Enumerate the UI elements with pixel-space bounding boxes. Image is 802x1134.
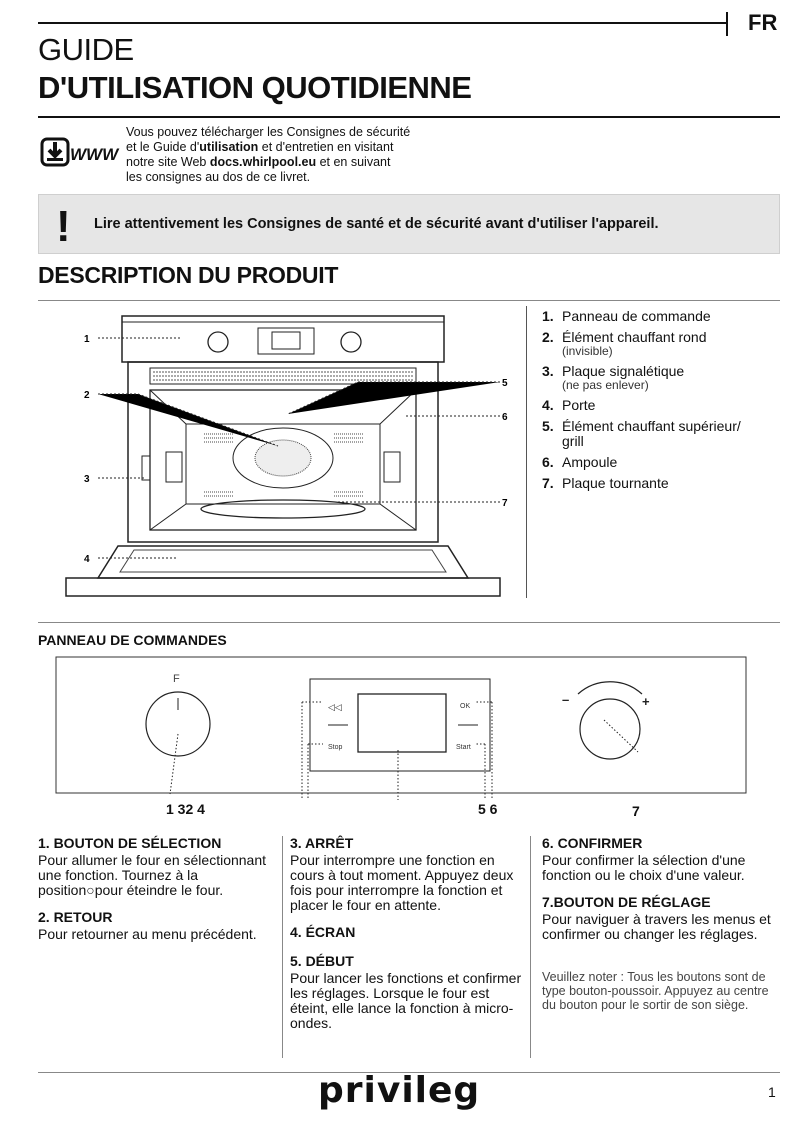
top-rule bbox=[38, 22, 728, 24]
column-divider bbox=[526, 306, 527, 598]
heading-start: 5. DÉBUT bbox=[290, 953, 354, 969]
svg-text:F: F bbox=[173, 673, 180, 685]
safety-notice-box bbox=[38, 194, 780, 254]
svg-text:Stop: Stop bbox=[328, 744, 343, 751]
brand-logo: privileg bbox=[318, 1070, 481, 1111]
heading-stop: 3. ARRÊT bbox=[290, 835, 354, 851]
heading-confirm: 6. CONFIRMER bbox=[542, 835, 643, 851]
heading-selection-button: 1. BOUTON DE SÉLECTION bbox=[38, 835, 222, 851]
setting-knob bbox=[579, 698, 641, 760]
description-column-1: 1. BOUTON DE SÉLECTION Pour allumer le f… bbox=[38, 836, 278, 954]
heading-back: 2. RETOUR bbox=[38, 909, 113, 925]
callout-group-mid: 5 6 bbox=[478, 801, 498, 817]
column-divider bbox=[282, 836, 283, 1058]
selection-knob bbox=[145, 691, 211, 757]
control-panel-diagram: F ◁◁ OK Stop Start – + 1 32 4 5 6 7 bbox=[38, 654, 758, 824]
section-title-product: DESCRIPTION DU PRODUIT bbox=[38, 262, 339, 288]
page-title-line1: GUIDE bbox=[38, 32, 134, 67]
list-item: 5.Élément chauffant supérieur/grill bbox=[542, 418, 741, 449]
callout-group-left: 1 32 4 bbox=[166, 801, 205, 817]
language-code: FR bbox=[748, 10, 778, 35]
callout-1: 1 bbox=[84, 334, 90, 345]
oven-diagram: 1 2 3 4 5 6 7 bbox=[38, 306, 518, 606]
section-rule bbox=[38, 622, 780, 623]
svg-text:+: + bbox=[642, 694, 650, 709]
list-item: 6.Ampoule bbox=[542, 454, 618, 470]
callout-2: 2 bbox=[84, 390, 90, 401]
svg-text:Start: Start bbox=[456, 744, 471, 751]
heading-display: 4. ÉCRAN bbox=[290, 924, 356, 940]
svg-text:◁◁: ◁◁ bbox=[328, 702, 342, 712]
page-number: 1 bbox=[768, 1084, 776, 1100]
parts-list: 1.Panneau de commande 2.Élément chauffan… bbox=[542, 308, 792, 496]
callout-group-right: 7 bbox=[632, 803, 640, 819]
footer-rule bbox=[38, 1072, 780, 1073]
list-item: 4.Porte bbox=[542, 397, 596, 413]
callout-4: 4 bbox=[84, 554, 90, 565]
heading-setting-button: 7.BOUTON DE RÉGLAGE bbox=[542, 894, 711, 910]
download-www-icon: WWW bbox=[40, 135, 120, 171]
page-title-line2: D'UTILISATION QUOTIDIENNE bbox=[38, 70, 472, 105]
description-column-2: 3. ARRÊT Pour interrompre une fonction e… bbox=[290, 836, 525, 1043]
callout-5: 5 bbox=[502, 378, 508, 389]
push-button-note: Veuillez noter : Tous les boutons sont d… bbox=[542, 970, 769, 1012]
section-title-panel: PANNEAU DE COMMANDES bbox=[38, 632, 227, 648]
callout-7: 7 bbox=[502, 498, 508, 509]
list-item: 2.Élément chauffant rond(invisible) bbox=[542, 329, 707, 358]
callout-6: 6 bbox=[502, 412, 508, 423]
list-item: 3.Plaque signalétique(ne pas enlever) bbox=[542, 363, 685, 392]
column-divider bbox=[530, 836, 531, 1058]
description-column-3: 6. CONFIRMER Pour confirmer la sélection… bbox=[542, 835, 782, 1013]
safety-notice-text: Lire attentivement les Consignes de sant… bbox=[94, 216, 659, 232]
list-item: 1.Panneau de commande bbox=[542, 308, 711, 324]
svg-text:OK: OK bbox=[460, 703, 470, 710]
list-item: 7.Plaque tournante bbox=[542, 475, 669, 491]
title-rule bbox=[38, 116, 780, 118]
section-rule bbox=[38, 300, 780, 301]
callout-3: 3 bbox=[84, 474, 90, 485]
exclamation-icon: ! bbox=[56, 202, 71, 251]
display-screen bbox=[357, 693, 447, 753]
svg-text:WWW: WWW bbox=[70, 145, 120, 164]
svg-text:–: – bbox=[562, 692, 569, 707]
intro-text: Vous pouvez télécharger les Consignes de… bbox=[126, 125, 411, 184]
top-rule-tick bbox=[726, 12, 728, 36]
website-link[interactable]: docs.whirlpool.eu bbox=[209, 155, 317, 169]
